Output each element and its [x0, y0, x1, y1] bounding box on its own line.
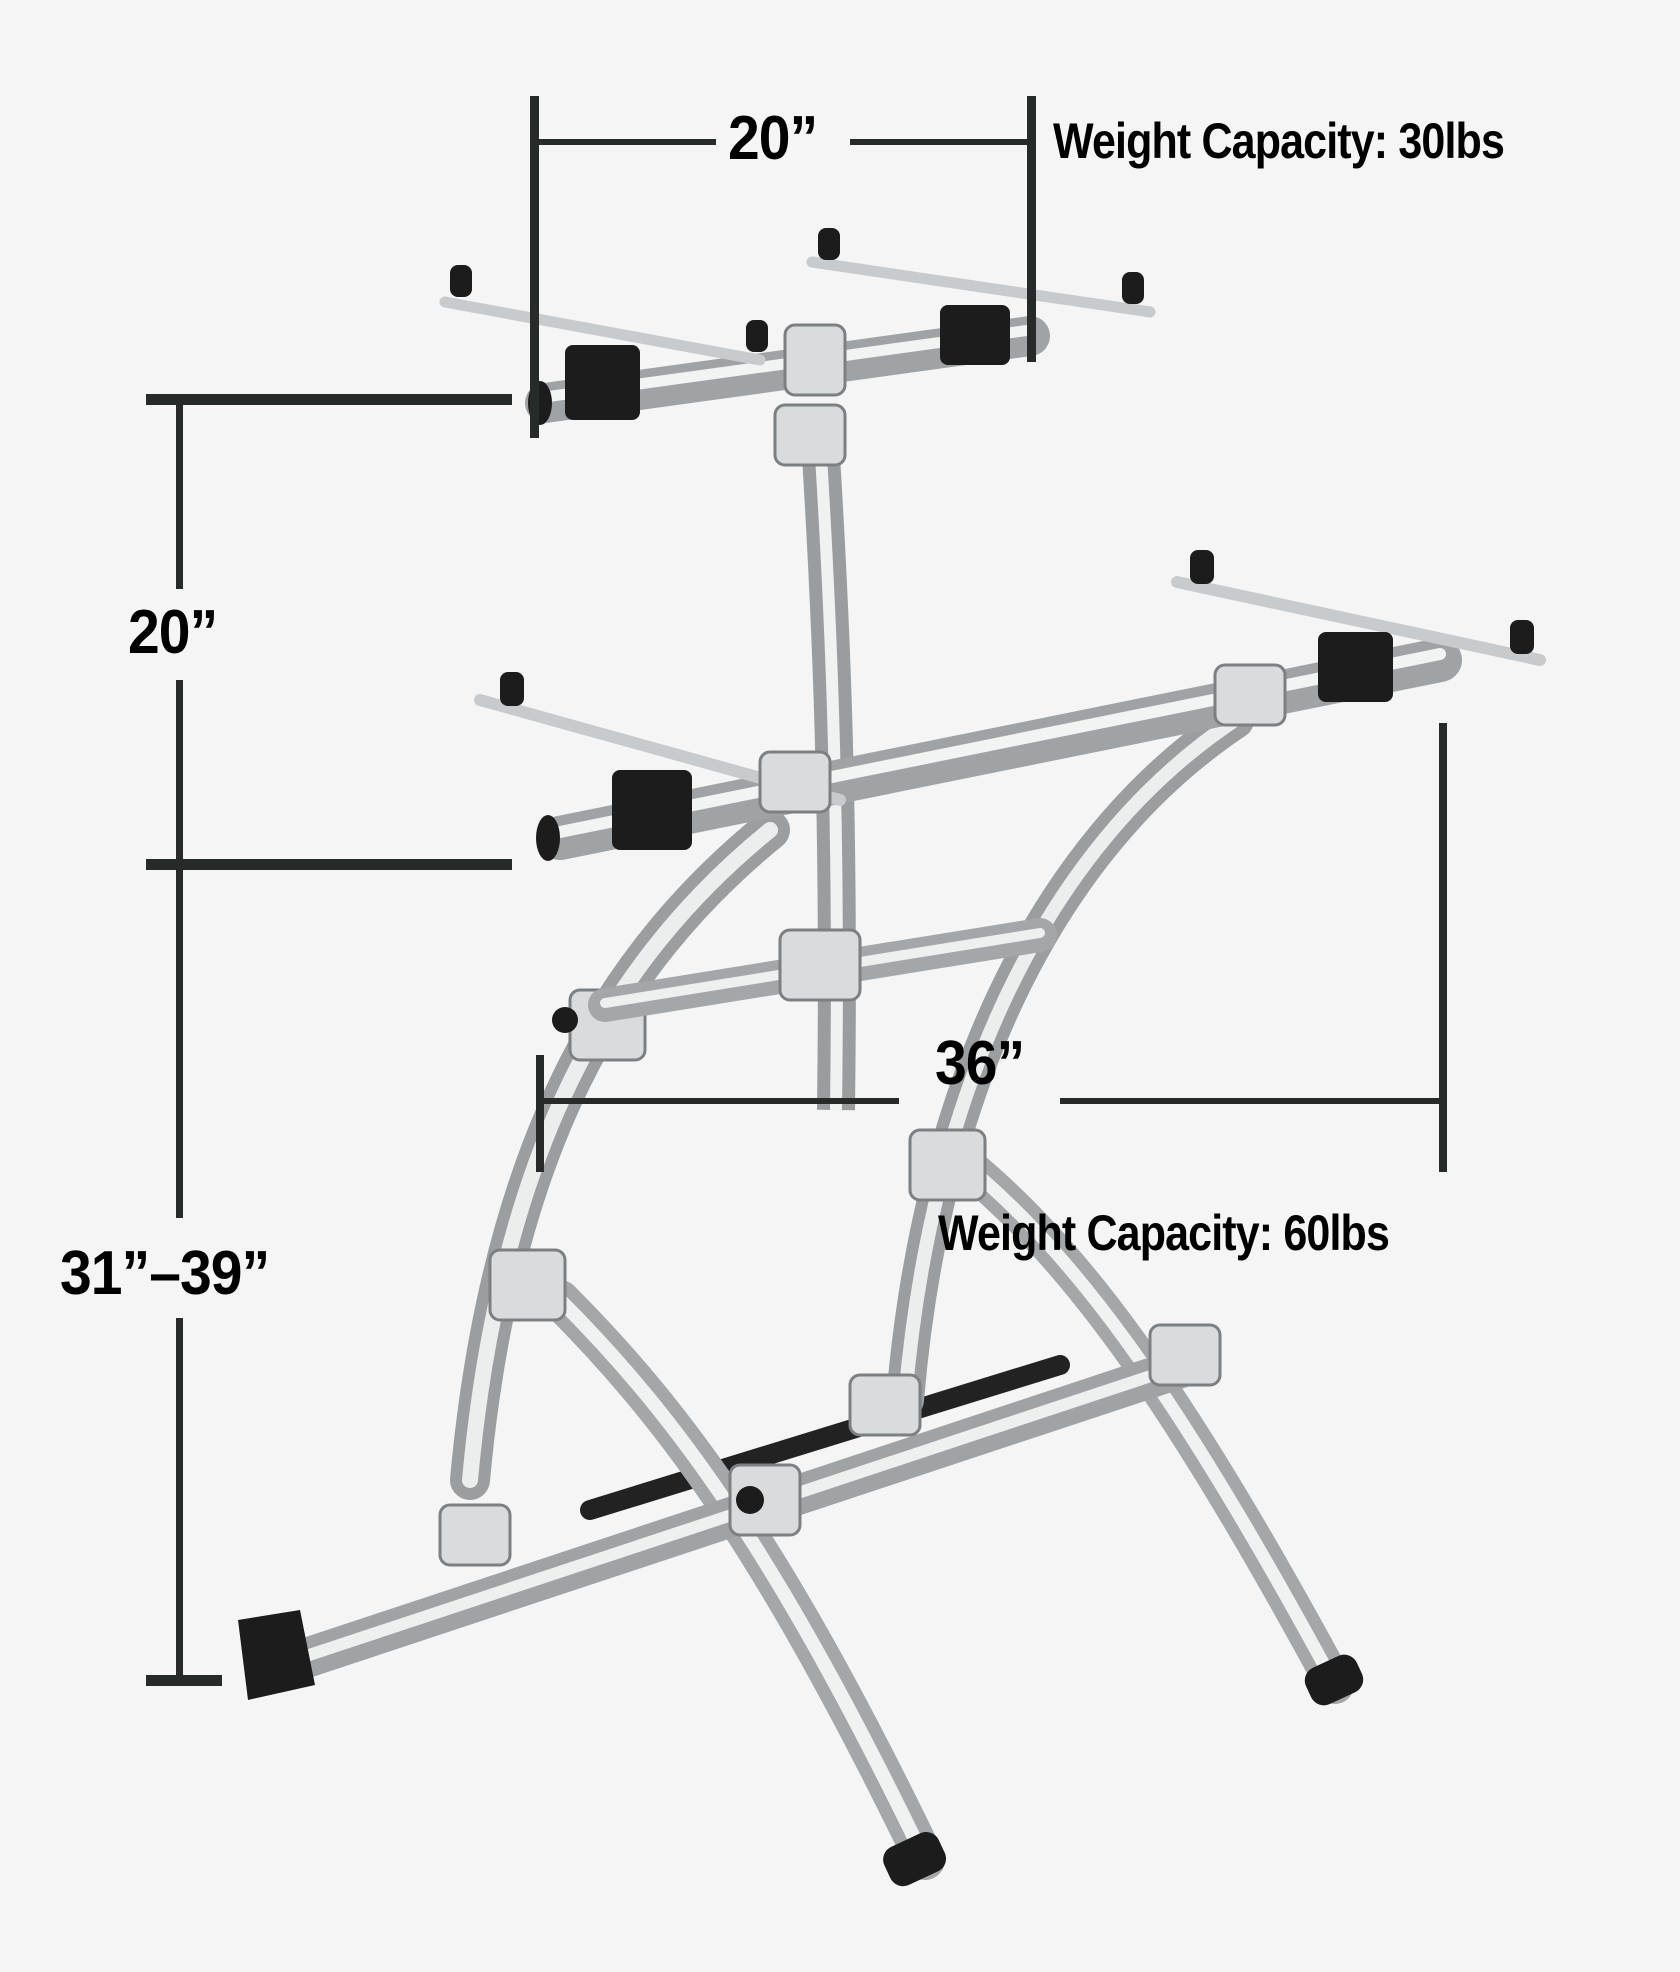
rubber-foot-front-left	[238, 1610, 315, 1700]
lower-width-line-left	[543, 1098, 899, 1104]
end-cap	[536, 815, 560, 861]
top-width-left-tick	[530, 96, 539, 438]
top-capacity-label: Weight Capacity: 30lbs	[1053, 113, 1505, 169]
base-frame	[238, 701, 1364, 1887]
top-width-right-tick	[1027, 96, 1036, 362]
tier-gap-lower-line	[176, 680, 183, 860]
tier-gap-label: 20”	[128, 598, 218, 667]
lower-width-line-right	[1060, 1098, 1440, 1104]
rubber-foot-back-right	[1304, 1654, 1364, 1706]
floor-height-upper-line	[176, 868, 183, 1218]
top-width-label: 20”	[728, 104, 818, 173]
lower-width-right-tick	[1439, 723, 1447, 1172]
top-tier-level-line	[146, 394, 512, 405]
floor-height-label: 31”–39”	[60, 1239, 270, 1308]
lower-capacity-label: Weight Capacity: 60lbs	[938, 1205, 1390, 1261]
tier-gap-upper-line	[176, 403, 183, 589]
floor-height-lower-line	[176, 1318, 183, 1678]
lower-width-left-tick	[536, 1055, 544, 1172]
top-tier	[439, 228, 1156, 467]
lower-tier	[474, 550, 1546, 861]
top-width-line-left	[538, 139, 716, 145]
lower-width-label: 36”	[935, 1029, 1025, 1098]
center-post	[588, 438, 1057, 1111]
top-width-line-right	[850, 139, 1028, 145]
rubber-foot-front-right	[883, 1831, 947, 1887]
floor-level-line	[146, 1675, 222, 1686]
lower-tier-level-line	[146, 859, 512, 870]
